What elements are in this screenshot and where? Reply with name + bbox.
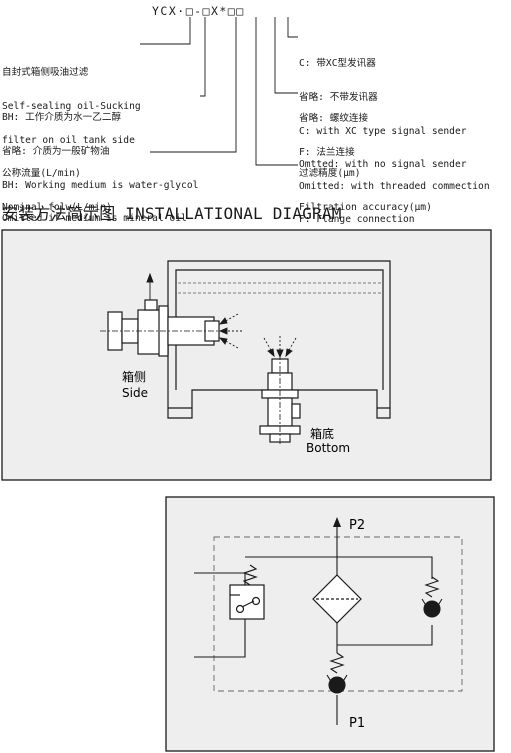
- medium-en-2: Omitted if medium is mineral oil: [2, 213, 187, 225]
- medium-cn-1: BH: 工作介质为水一乙二醇: [2, 112, 122, 124]
- connection-en-1: Omitted: with threaded commection: [299, 180, 490, 192]
- accuracy-note: 过滤精度(μm) Filtration accuracy(μm): [299, 146, 432, 224]
- installation-panel: [1, 229, 492, 481]
- self-sealing-en-2: filter on oil tank side: [2, 134, 135, 146]
- side-filter: [100, 299, 222, 357]
- hydraulic-schematic: P2 P1: [165, 496, 495, 752]
- signal-en-2: Omtted: with no signal sender: [299, 159, 467, 171]
- port-p2-label: P2: [349, 518, 365, 533]
- medium-en-1: BH: Working medium is water-glycol: [2, 179, 199, 191]
- signal-cn-1: C: 带XC型发讯器: [299, 58, 376, 70]
- medium-note: BH: 工作介质为水一乙二醇 省略: 介质为一般矿物油 BH: Working …: [2, 90, 198, 236]
- signal-cn-2: 省略: 不带发讯器: [299, 92, 378, 104]
- connection-cn-1: 省略: 螺纹连接: [299, 113, 369, 125]
- bottom-label-en: Bottom: [306, 441, 350, 455]
- connection-cn-2: F: 法兰连接: [299, 147, 355, 159]
- flow-cn: 公称流量(L/min): [2, 168, 81, 180]
- inlet-check-valve: [326, 652, 348, 694]
- bottom-filter: [259, 354, 301, 446]
- self-sealing-note: 自封式箱侧吸油过滤 Self-sealing oil-Sucking filte…: [2, 45, 141, 157]
- signal-en-1: C: with XC type signal sender: [299, 125, 467, 137]
- filter-element: [312, 574, 362, 624]
- installation-heading: 安装方法简示图 INSTALLATIONAL DIAGRAM: [2, 204, 342, 223]
- self-sealing-cn: 自封式箱侧吸油过滤: [2, 67, 89, 79]
- accuracy-cn: 过滤精度(μm): [299, 168, 361, 180]
- port-p1-label: P1: [349, 716, 365, 731]
- code-leader-lines: [140, 17, 298, 166]
- flow-note: 公称流量(L/min) Nominal folw(L/min): [2, 146, 112, 224]
- boundary-dashed: [213, 536, 463, 692]
- oil-level-lines: [178, 282, 381, 294]
- connection-note: 省略: 螺纹连接 F: 法兰连接 Omitted: with threaded …: [299, 91, 490, 237]
- schematic-panel: [165, 496, 495, 752]
- connection-en-2: F: Flange connection: [299, 214, 415, 226]
- bottom-flow-arrows: [263, 336, 297, 359]
- bypass-valve: [421, 576, 443, 618]
- accuracy-en: Filtration accuracy(μm): [299, 202, 432, 214]
- installation-diagram: 箱侧 Side 箱底 Bottom: [1, 229, 492, 481]
- side-label-cn: 箱侧: [122, 369, 146, 384]
- signal-note: C: 带XC型发讯器 省略: 不带发讯器 C: with XC type sig…: [299, 36, 467, 182]
- side-flow-arrows: [146, 272, 242, 349]
- port-arrow: [333, 517, 341, 527]
- signal-sender: [229, 564, 265, 620]
- medium-cn-2: 省略: 介质为一般矿物油: [2, 146, 110, 158]
- flow-en: Nominal folw(L/min): [2, 202, 112, 214]
- self-sealing-en-1: Self-sealing oil-Sucking: [2, 101, 141, 113]
- bottom-label-cn: 箱底: [310, 426, 334, 441]
- side-label-en: Side: [122, 386, 148, 400]
- model-code: YCX·□-□X*□□: [152, 4, 245, 18]
